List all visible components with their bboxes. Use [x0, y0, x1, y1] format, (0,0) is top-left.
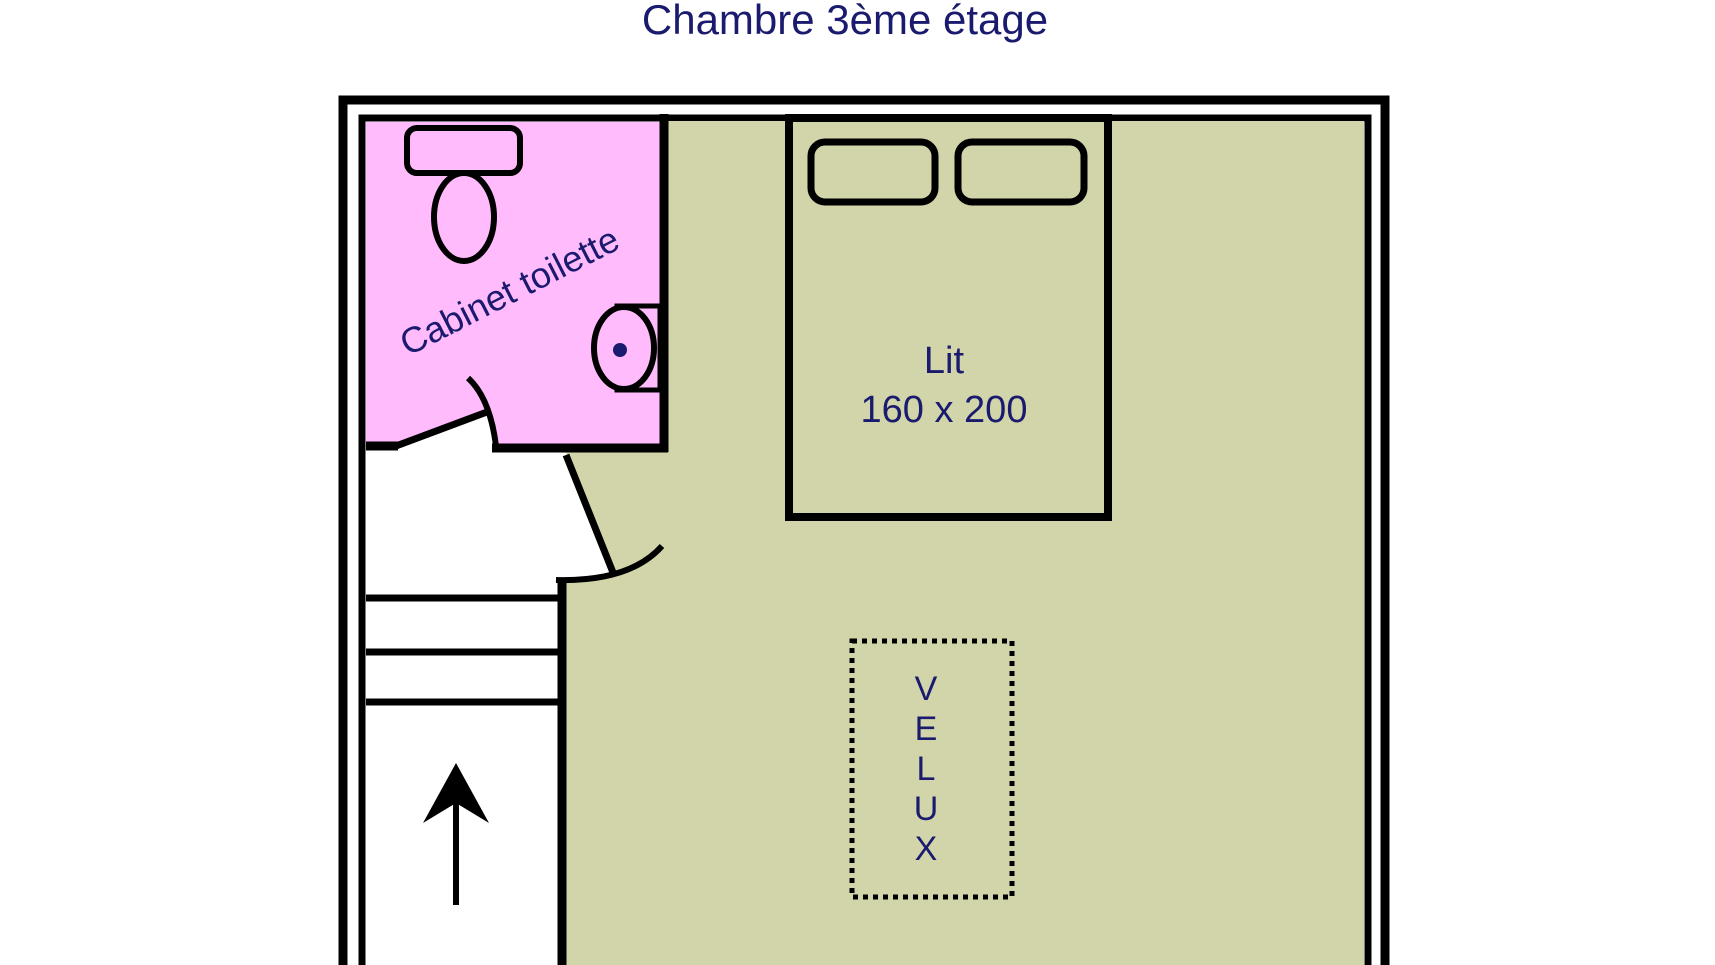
skylight-letter: V — [915, 670, 938, 708]
stair-arrow-head — [423, 763, 489, 823]
sink-drain — [613, 343, 627, 357]
bathroom-door-leaf — [394, 408, 489, 450]
skylight-label: V E L U X — [914, 670, 939, 868]
bed-label: Lit — [924, 340, 965, 382]
bed-size-label: 160 x 200 — [861, 389, 1028, 431]
skylight-letter: U — [914, 790, 939, 828]
bathroom-door-swing — [465, 375, 499, 447]
outer-wall — [338, 95, 1390, 965]
bed-pillow-right — [954, 138, 1088, 206]
plan-title: Chambre 3ème étage — [642, 0, 1048, 43]
skylight-letter: X — [915, 830, 938, 868]
skylight-letter: L — [917, 750, 936, 788]
toilet-tank — [404, 125, 523, 176]
bedroom-door-leaf — [562, 453, 618, 577]
bedroom-floor — [562, 121, 1364, 965]
bed-pillow-left — [807, 138, 939, 206]
bedroom-door-swing — [555, 543, 665, 584]
skylight-letter: E — [915, 710, 938, 748]
skylight-outline — [849, 638, 1015, 900]
toilet-bowl — [431, 170, 497, 264]
